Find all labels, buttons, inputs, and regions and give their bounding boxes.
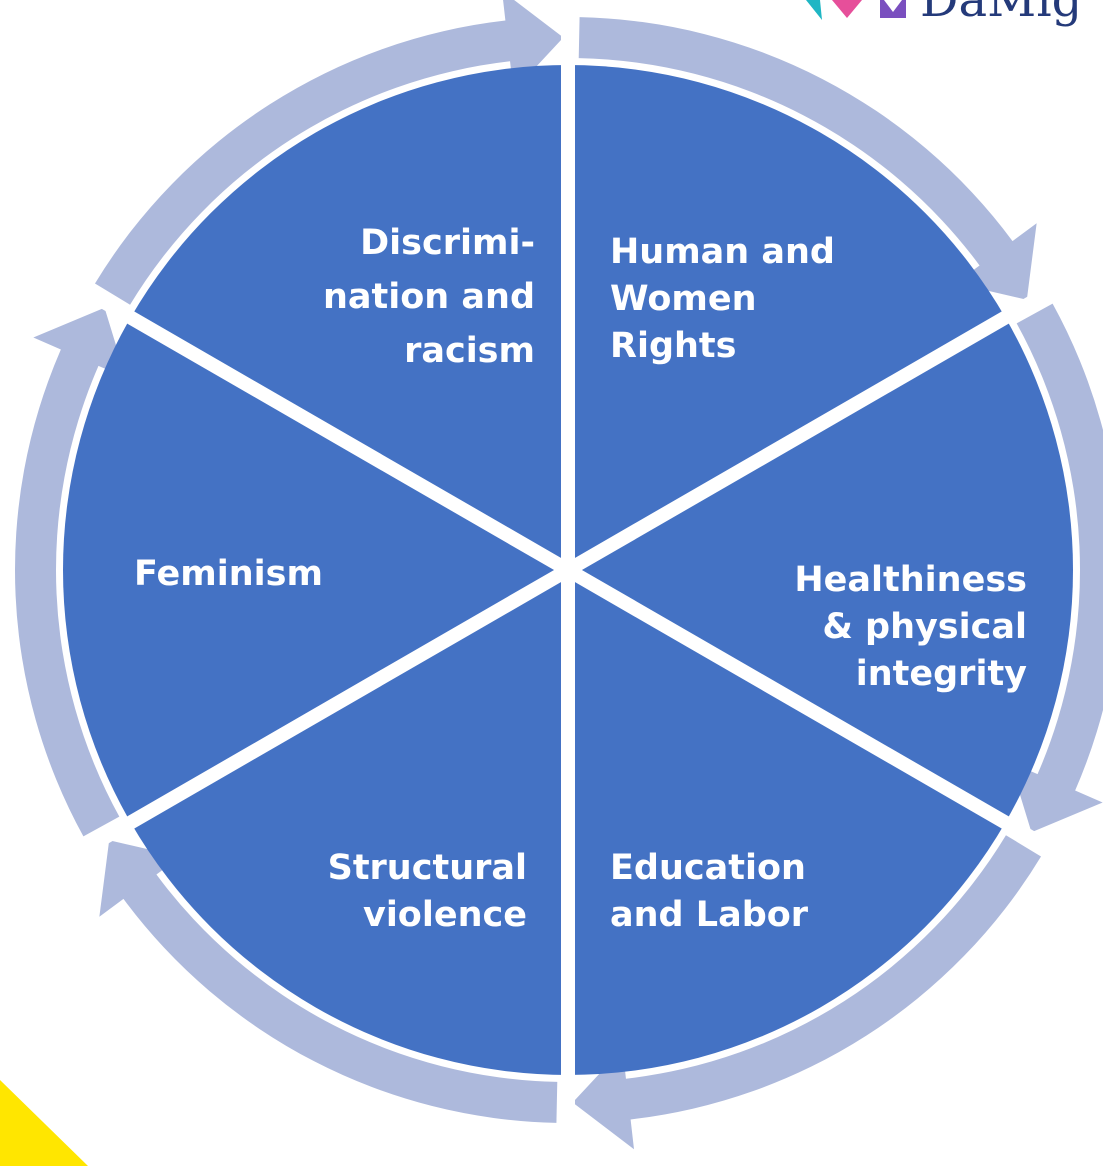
cycle-arrow-structural-violence bbox=[99, 840, 558, 1123]
segment-label-structural-violence: Structural violence bbox=[328, 848, 527, 935]
cycle-segments bbox=[63, 65, 1073, 1075]
segment-structural-violence bbox=[130, 570, 568, 1075]
segment-separators bbox=[50, 0, 1086, 1163]
cycle-arrow-feminism bbox=[15, 307, 126, 837]
segment-label-line: & physical bbox=[822, 607, 1027, 647]
segment-label-line: Rights bbox=[610, 326, 736, 366]
cycle-arrow-health bbox=[1010, 303, 1103, 833]
separator-line bbox=[564, 267, 1086, 577]
logo: DaMig bbox=[806, 0, 1082, 28]
segment-label-discrimination: Discrimi-nation and racism bbox=[323, 223, 535, 371]
segment-label-line: nation and bbox=[323, 277, 535, 317]
logo-mark-teal bbox=[806, 0, 822, 20]
segment-label-line: violence bbox=[363, 895, 527, 935]
segment-label-line: Feminism bbox=[134, 554, 323, 594]
segment-label-education: Education and Labor bbox=[610, 848, 809, 935]
segment-label-health: Healthiness & physical integrity bbox=[794, 560, 1027, 694]
segment-label-line: Women bbox=[610, 279, 757, 319]
separator-line bbox=[564, 563, 1086, 873]
segment-label-line: Structural bbox=[328, 848, 527, 888]
segment-label-feminism: Feminism bbox=[134, 554, 323, 594]
logo-text: DaMig bbox=[920, 0, 1082, 28]
cycle-arrow-education bbox=[572, 835, 1042, 1150]
segment-label-line: Human and bbox=[610, 232, 835, 272]
segment-label-line: racism bbox=[404, 331, 535, 371]
corner-accent bbox=[0, 1080, 88, 1166]
segment-health bbox=[568, 317, 1073, 823]
cycle-arrows bbox=[15, 0, 1103, 1150]
logo-diamond-inner bbox=[884, 0, 902, 12]
segment-label-line: and Labor bbox=[610, 895, 809, 935]
segment-label-line: integrity bbox=[856, 654, 1027, 694]
segment-discrimination bbox=[130, 65, 568, 570]
cycle-arrow-human-rights bbox=[578, 17, 1037, 300]
separator-line bbox=[50, 563, 572, 873]
cycle-arrow-discrimination bbox=[94, 0, 564, 305]
segment-feminism bbox=[63, 317, 569, 823]
segment-education bbox=[568, 570, 1006, 1075]
segment-label-line: Discrimi- bbox=[360, 223, 535, 263]
segment-label-line: Education bbox=[610, 848, 806, 888]
segment-human-rights bbox=[568, 65, 1006, 570]
logo-heart-mark bbox=[832, 0, 862, 18]
separator-line bbox=[50, 267, 572, 577]
segment-label-line: Healthiness bbox=[794, 560, 1027, 600]
